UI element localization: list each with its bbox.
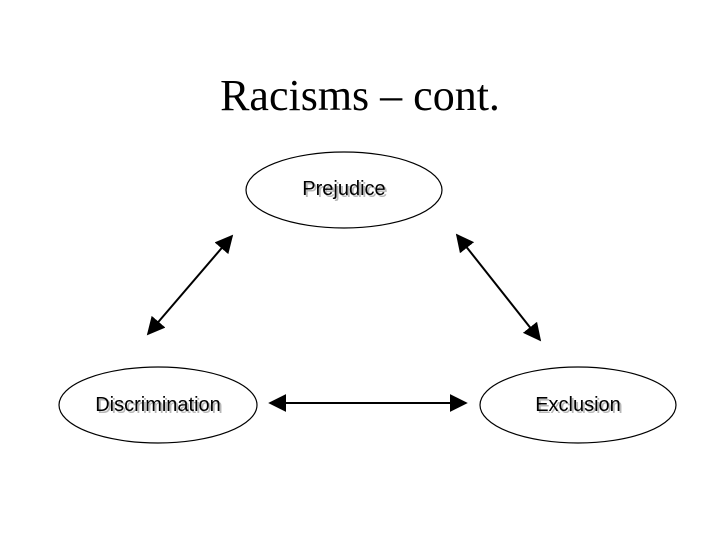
node-prejudice: Prejudice Prejudice (245, 151, 443, 229)
node-exclusion-label-shadow: Exclusion (537, 396, 623, 418)
arrow-prejudice-discrimination (146, 234, 234, 336)
arrow-prejudice-exclusion (455, 233, 542, 342)
node-prejudice-label: Prejudice (302, 178, 385, 200)
node-exclusion-ellipse (479, 366, 677, 444)
slide-title: Racisms – cont. (220, 71, 500, 120)
node-exclusion: Exclusion Exclusion (479, 366, 677, 444)
node-exclusion-label: Exclusion (535, 394, 621, 416)
node-discrimination-label: Discrimination (95, 394, 221, 416)
node-prejudice-ellipse (245, 151, 443, 229)
node-discrimination: Discrimination Discrimination (58, 366, 258, 444)
node-prejudice-label-shadow: Prejudice (304, 180, 387, 202)
node-discrimination-ellipse (58, 366, 258, 444)
node-discrimination-label-shadow: Discrimination (97, 396, 223, 418)
